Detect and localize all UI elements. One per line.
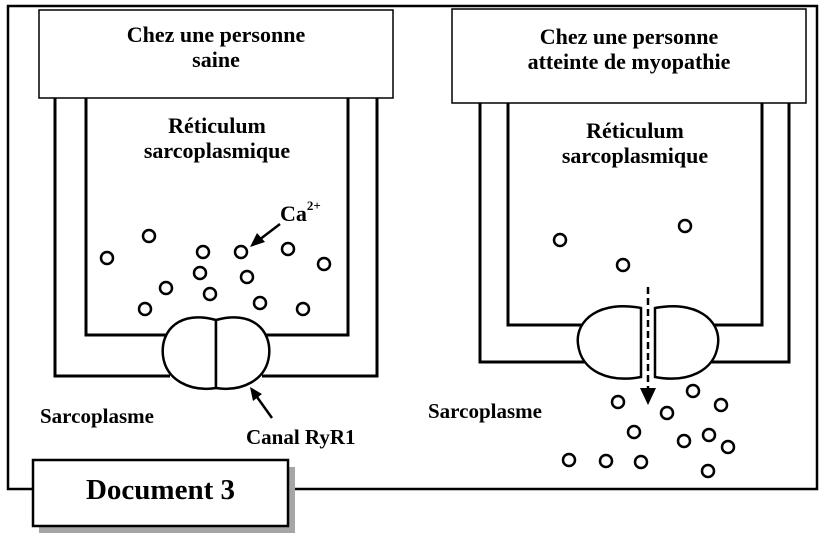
reticulum-label-line2: sarcoplasmique: [561, 143, 709, 169]
healthy-reticulum-ions: [99, 228, 332, 317]
channel-left-half: [576, 305, 643, 380]
calcium-ion: [141, 228, 157, 244]
healthy-title-line2: saine: [192, 47, 240, 73]
document-label: Document 3: [85, 474, 235, 506]
healthy-panel: [53, 98, 379, 419]
calcium-ion: [720, 439, 736, 455]
myopathy-title-box: [451, 8, 807, 104]
healthy-reticulum-wall: [84, 98, 350, 337]
calcium-ion: [239, 269, 255, 285]
calcium-ion: [701, 427, 717, 443]
calcium-ion: [659, 405, 675, 421]
myopathy-title: Chez une personne atteinte de myopathie: [452, 24, 806, 75]
calcium-ion: [202, 286, 218, 302]
myopathy-reticulum-wall: [506, 103, 764, 327]
channel-ryr1-label: Canal RyR1: [246, 425, 356, 449]
calcium-ion: [252, 295, 268, 311]
calcium-ion: [99, 250, 115, 266]
myopathy-panel: [478, 103, 791, 479]
myopathy-sarcoplasm-ions: [561, 383, 736, 479]
calcium-ion: [685, 383, 701, 399]
reticulum-label-line1: Réticulum: [586, 118, 684, 143]
ion-charge: 2+: [306, 197, 321, 213]
myopathy-title-line2: atteinte de myopathie: [527, 49, 731, 75]
outer-frame: [6, 4, 819, 491]
myopathy-reticulum-ions: [552, 218, 693, 273]
ion-symbol: Ca: [280, 201, 307, 226]
calcium-ion: [192, 265, 208, 281]
myopathy-sarcoplasm-label: Sarcoplasme: [428, 399, 542, 423]
myopathy-ryr1-channel-open: [576, 305, 720, 380]
reticulum-label-line1: Réticulum: [168, 113, 266, 138]
channel-pointer-arrow: [250, 387, 274, 419]
calcium-ion: [316, 256, 332, 272]
calcium-ion: [598, 453, 614, 469]
healthy-outer-membrane: [53, 98, 379, 378]
healthy-ryr1-channel: [161, 316, 271, 390]
ca-pointer-arrow: [250, 223, 281, 247]
myopathy-reticulum-label: Réticulum sarcoplasmique: [508, 118, 762, 169]
myopathy-title-line1: Chez une personne: [539, 24, 719, 49]
calcium-ion: [195, 244, 211, 260]
calcium-ion: [137, 301, 153, 317]
calcium-ion-label: Ca2+: [280, 197, 321, 226]
calcium-ion: [610, 394, 626, 410]
calcium-leak-arrow: [640, 287, 656, 405]
channel-left-half: [161, 316, 218, 390]
channel-right-half: [214, 316, 271, 390]
calcium-ion: [233, 244, 249, 260]
healthy-title: Chez une personne saine: [39, 22, 393, 73]
healthy-sarcoplasm-label: Sarcoplasme: [40, 404, 154, 428]
calcium-ion: [626, 424, 642, 440]
calcium-ion: [700, 463, 716, 479]
calcium-ion: [677, 218, 693, 234]
calcium-ion: [633, 454, 649, 470]
calcium-ion: [615, 257, 631, 273]
myopathy-outer-membrane: [478, 103, 791, 364]
calcium-ion: [713, 397, 729, 413]
healthy-reticulum-label: Réticulum sarcoplasmique: [86, 113, 348, 164]
channel-right-half: [653, 305, 720, 380]
calcium-ion: [158, 280, 174, 296]
calcium-ion: [295, 301, 311, 317]
healthy-title-box: [38, 9, 394, 99]
calcium-ion: [552, 232, 568, 248]
calcium-ion: [676, 433, 692, 449]
calcium-ion: [561, 452, 577, 468]
healthy-title-line1: Chez une personne: [126, 22, 306, 47]
reticulum-label-line2: sarcoplasmique: [143, 138, 291, 164]
document-label-box: [31, 458, 290, 528]
calcium-ion: [280, 241, 296, 257]
